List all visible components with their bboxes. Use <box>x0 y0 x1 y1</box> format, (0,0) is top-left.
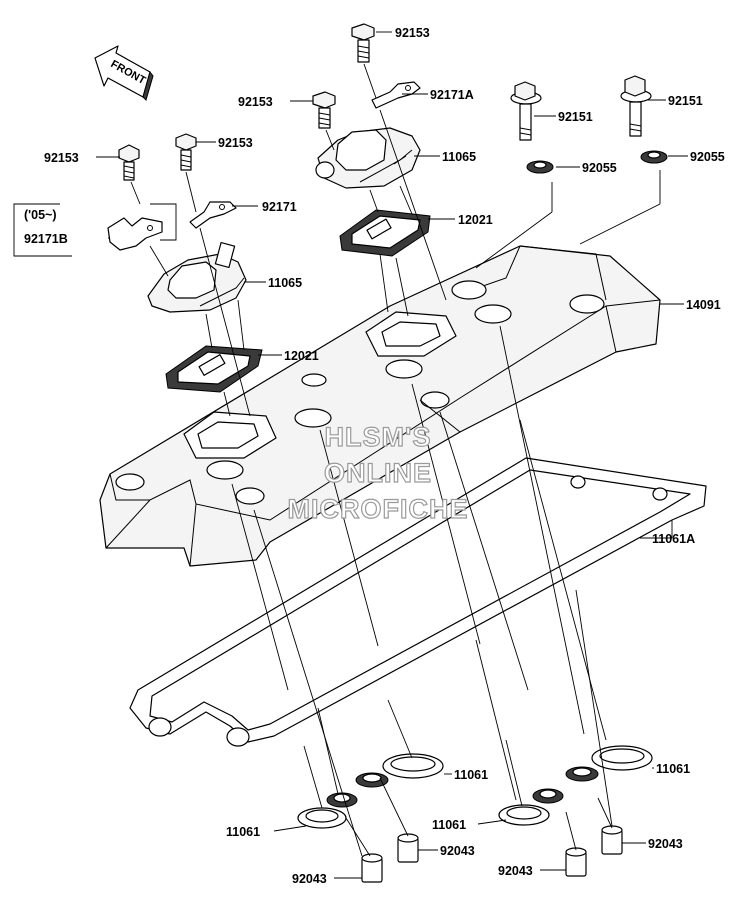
label-92171A: 92171A <box>430 88 474 102</box>
label-92151-b: 92151 <box>668 94 703 108</box>
gasket-11061-b <box>297 792 358 829</box>
label-92043-b: 92043 <box>440 844 475 858</box>
bolt-92151-a <box>510 81 542 141</box>
label-14091: 14091 <box>686 298 721 312</box>
watermark: HLSM'S ONLINE MICROFICHE <box>287 421 469 524</box>
label-92153-left-a: 92153 <box>44 151 79 165</box>
dowel-92043-d <box>601 825 623 855</box>
label-11061-b: 11061 <box>226 825 260 839</box>
plate-12021-lower <box>165 345 263 393</box>
dowel-92043-a <box>361 853 383 883</box>
label-92153-left-b: 92153 <box>218 136 253 150</box>
label-92043-d: 92043 <box>648 837 683 851</box>
dowel-92043-c <box>565 847 587 877</box>
label-92151-a: 92151 <box>558 110 593 124</box>
front-arrow-icon: FRONT <box>94 45 154 101</box>
coil-cover-11065-lower <box>147 241 247 313</box>
washer-92055-b <box>640 150 668 164</box>
bolt-92153-left-b <box>175 133 197 171</box>
label-92153-top: 92153 <box>395 26 430 40</box>
gasket-11061-c <box>565 745 653 782</box>
label-11065-upper: 11065 <box>442 150 476 164</box>
bolt-92153-mid <box>312 91 336 129</box>
gasket-11061A <box>129 457 707 747</box>
label-11061A: 11061A <box>652 532 695 546</box>
label-11061-a: 11061 <box>454 768 488 782</box>
gasket-11061-a <box>355 753 444 788</box>
bolt-92153-left-a <box>118 144 140 181</box>
label-11061-d: 11061 <box>432 818 466 832</box>
watermark-line-1: HLSM'S <box>325 422 432 452</box>
callout-leaders <box>96 31 688 879</box>
gasket-11061-d <box>498 788 564 826</box>
dowel-92043-b <box>397 833 419 863</box>
part-labels: 92153 92171A 92153 11065 12021 92151 921… <box>24 26 725 886</box>
label-variant-note: ('05~) <box>24 208 57 222</box>
label-92043-c: 92043 <box>498 864 533 878</box>
bolt-92151-b <box>620 75 652 137</box>
watermark-line-3: MICROFICHE <box>288 494 469 524</box>
label-92171: 92171 <box>262 200 297 214</box>
bracket-92171A <box>371 81 421 109</box>
label-12021-lower: 12021 <box>284 349 319 363</box>
label-92153-mid: 92153 <box>238 95 273 109</box>
washer-92055-a <box>526 160 554 174</box>
label-12021-upper: 12021 <box>458 213 493 227</box>
bracket-92171 <box>189 201 237 229</box>
label-92171B: 92171B <box>24 232 68 246</box>
label-11065-lower: 11065 <box>268 276 302 290</box>
label-92043-a: 92043 <box>292 872 327 886</box>
bolt-92153-top <box>351 23 375 63</box>
assembly-lines <box>130 63 661 857</box>
head-cover-14091 <box>99 245 661 567</box>
label-11061-c: 11061 <box>656 762 690 776</box>
plate-12021-upper <box>339 209 431 257</box>
bracket-92171B <box>107 217 163 251</box>
coil-cover-11065-upper <box>315 127 421 189</box>
label-92055-a: 92055 <box>582 161 617 175</box>
variant-box <box>13 203 177 257</box>
watermark-line-2: ONLINE <box>324 458 432 488</box>
label-92055-b: 92055 <box>690 150 725 164</box>
